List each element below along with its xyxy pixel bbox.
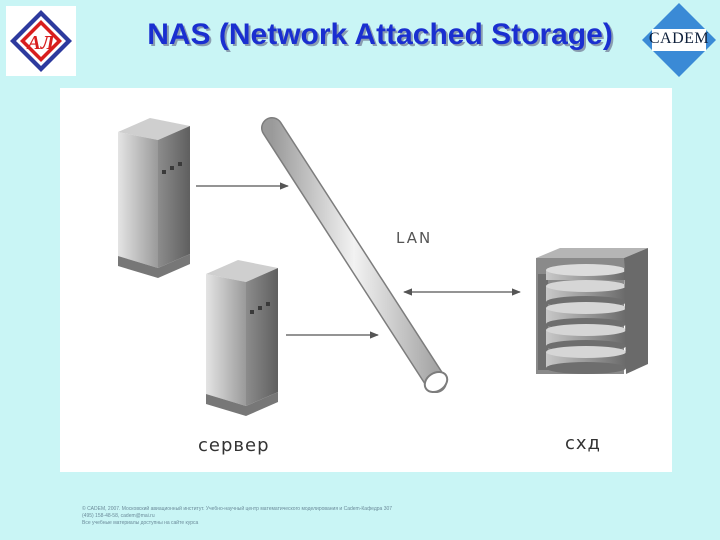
right-logo-text: CADEM [648, 30, 710, 47]
storage-icon [536, 248, 648, 374]
server-1-icon [118, 118, 190, 278]
lan-pipe-icon [261, 117, 449, 393]
page-title: NAS (Network Attached Storage) [147, 18, 613, 51]
storage-label: схд [565, 433, 601, 454]
right-logo [640, 1, 718, 79]
footer-line-3: Все учебные материалы доступны на сайте … [82, 520, 199, 526]
footer: © CADEM, 2007. Московский авиационный ин… [82, 506, 482, 527]
footer-line-2[interactable]: (495) 158-48-58, cadem@mai.ru [82, 513, 155, 519]
lan-label: LAN [396, 229, 433, 247]
footer-line-1: © CADEM, 2007. Московский авиационный ин… [82, 506, 393, 512]
left-logo-text: АЛ [25, 32, 55, 54]
server-label: сервер [198, 435, 270, 456]
server-2-icon [206, 260, 278, 416]
nas-diagram: LAN сервер схд [60, 88, 672, 472]
left-logo: АЛ [6, 6, 76, 76]
